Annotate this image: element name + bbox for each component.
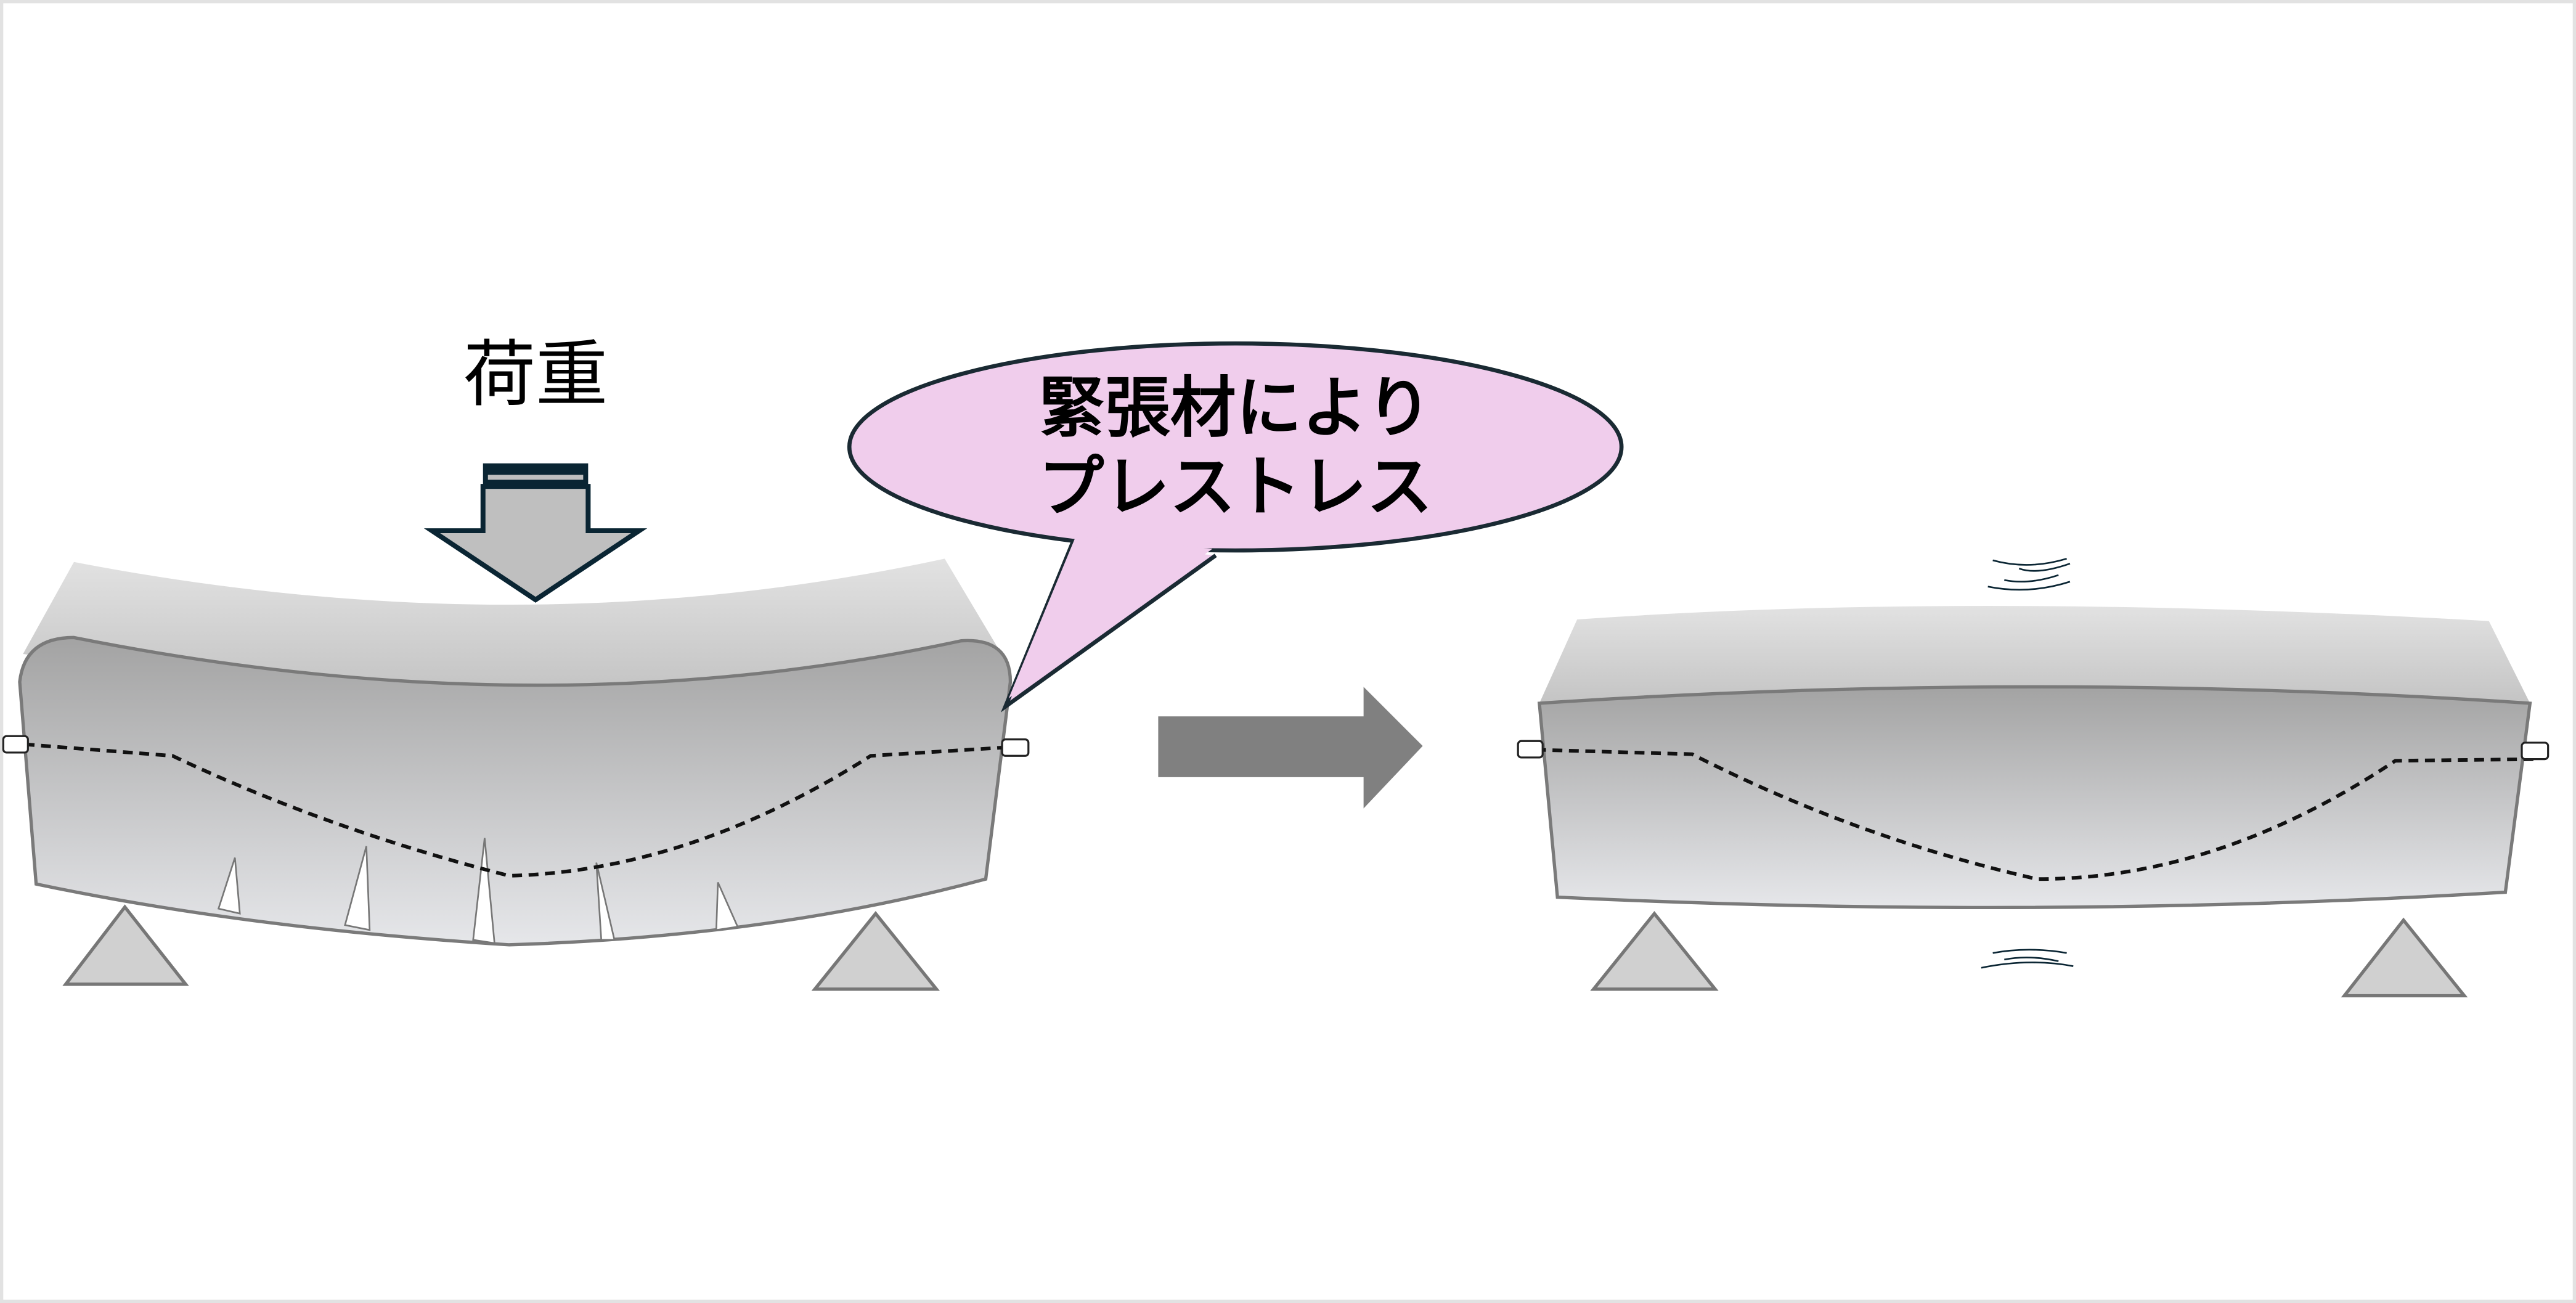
compression-mark-icon xyxy=(1981,949,2074,969)
callout-line-1: 緊張材により xyxy=(1039,370,1432,446)
compression-mark-icon xyxy=(1987,558,2071,591)
left-beam-front-face xyxy=(18,635,1013,947)
crack xyxy=(472,838,495,944)
anchor-left xyxy=(1517,740,1544,759)
crack xyxy=(715,882,739,931)
callout-bubble: 緊張材により プレストレス xyxy=(847,341,1624,713)
callout-line-2: プレストレス xyxy=(1038,449,1433,525)
tendon-line xyxy=(24,742,1003,878)
left-beam-top-face xyxy=(23,558,1006,690)
crack xyxy=(344,846,371,931)
transition-arrow-icon xyxy=(1158,687,1423,809)
support-triangle-icon xyxy=(2341,917,2468,998)
load-label: 荷重 xyxy=(463,332,608,417)
tendon-line xyxy=(1519,747,2538,881)
left-beam-loaded xyxy=(2,558,1030,991)
load-arrow-icon xyxy=(423,463,648,603)
support-triangle-icon xyxy=(62,904,189,986)
anchor-right xyxy=(1001,738,1030,757)
crack xyxy=(217,857,241,915)
anchor-right xyxy=(2521,741,2550,761)
right-beam-front-face xyxy=(1537,685,2532,910)
crack xyxy=(595,862,616,941)
anchor-left xyxy=(2,735,29,754)
support-triangle-icon xyxy=(811,910,940,991)
right-beam-top-face xyxy=(1539,606,2530,703)
support-triangle-icon xyxy=(1590,910,1719,991)
right-beam-prestressed xyxy=(1517,558,2550,998)
cracks xyxy=(217,838,739,944)
